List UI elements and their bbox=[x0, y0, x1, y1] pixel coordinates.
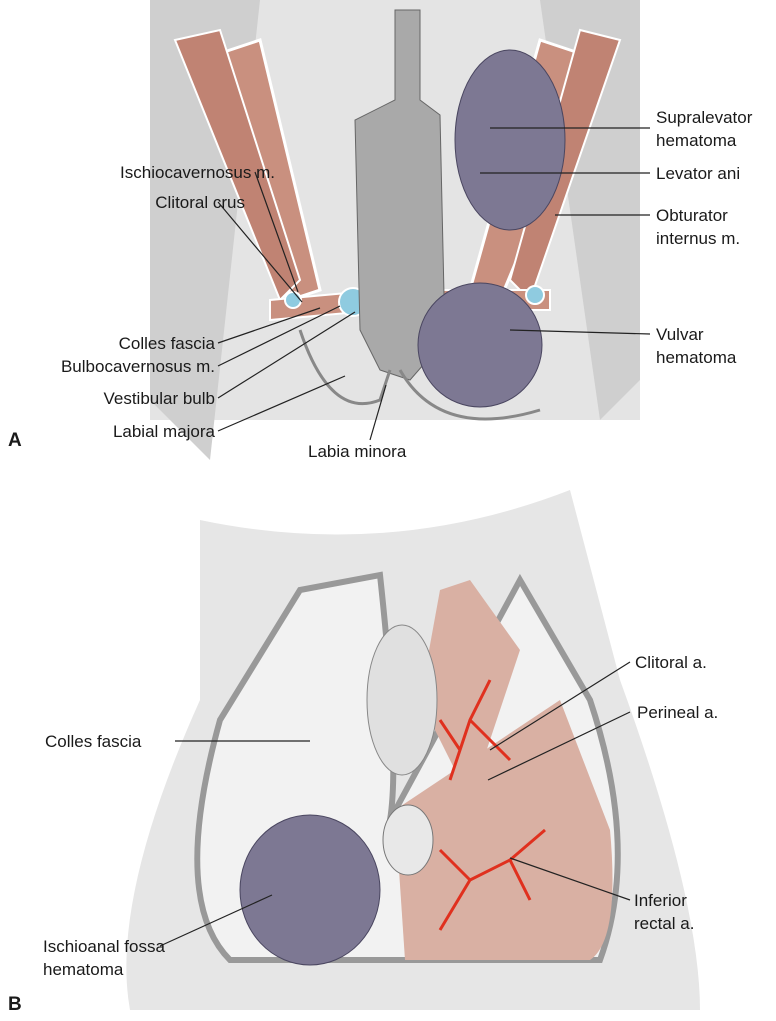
label-ischioanal-hematoma: Ischioanal fossa hematoma bbox=[43, 935, 165, 981]
arteries bbox=[438, 679, 546, 931]
label-inferior-rectal-artery: Inferior rectal a. bbox=[634, 889, 694, 935]
label-obturator-internus: Obturator internus m. bbox=[656, 204, 740, 250]
label-line: Supralevator bbox=[656, 108, 753, 127]
anus bbox=[382, 804, 434, 876]
panel-b-letter: B bbox=[8, 994, 22, 1015]
label-clitoral-artery: Clitoral a. bbox=[635, 653, 707, 672]
ischioanal-hematoma bbox=[239, 814, 381, 966]
label-vulvar-hematoma: Vulvar hematoma bbox=[656, 323, 736, 369]
label-supralevator-hematoma: Supralevator hematoma bbox=[656, 106, 752, 152]
label-clitoral-crus: Clitoral crus bbox=[155, 193, 245, 212]
label-line: internus m. bbox=[656, 229, 741, 248]
label-levator-ani: Levator ani bbox=[656, 164, 741, 183]
label-line: rectal a. bbox=[634, 914, 695, 933]
label-vestibular-bulb: Vestibular bulb bbox=[103, 389, 215, 408]
label-colles-fascia-a: Colles fascia bbox=[118, 334, 215, 353]
label-line: Inferior bbox=[634, 891, 687, 910]
label-bulbocavernosus: Bulbocavernosus m. bbox=[60, 357, 215, 376]
muscle-area bbox=[395, 700, 613, 960]
label-line: hematoma bbox=[43, 960, 124, 979]
label-line: hematoma bbox=[656, 348, 737, 367]
vulvar-hematoma bbox=[417, 282, 543, 408]
label-perineal-artery: Perineal a. bbox=[637, 703, 719, 722]
label-line: Ischioanal fossa bbox=[43, 937, 165, 956]
vulva bbox=[366, 624, 438, 776]
label-colles-fascia-b: Colles fascia bbox=[45, 732, 142, 751]
panel-b-illustration bbox=[126, 490, 700, 1010]
label-labia-minora: Labia minora bbox=[308, 442, 407, 461]
panel-b-leader-lines bbox=[159, 661, 631, 947]
label-line: Vulvar bbox=[656, 325, 704, 344]
label-line: hematoma bbox=[656, 131, 737, 150]
label-ischiocavernosus: Ischiocavernosus m. bbox=[120, 163, 275, 182]
label-labial-majora: Labial majora bbox=[112, 422, 215, 441]
panel-a-leader-lines bbox=[217, 127, 651, 441]
supralevator-hematoma bbox=[454, 49, 566, 231]
vagina bbox=[354, 9, 446, 381]
panel-a-letter: A bbox=[8, 430, 22, 451]
label-line: Obturator bbox=[656, 206, 728, 225]
panel-a-illustration bbox=[150, 0, 640, 460]
